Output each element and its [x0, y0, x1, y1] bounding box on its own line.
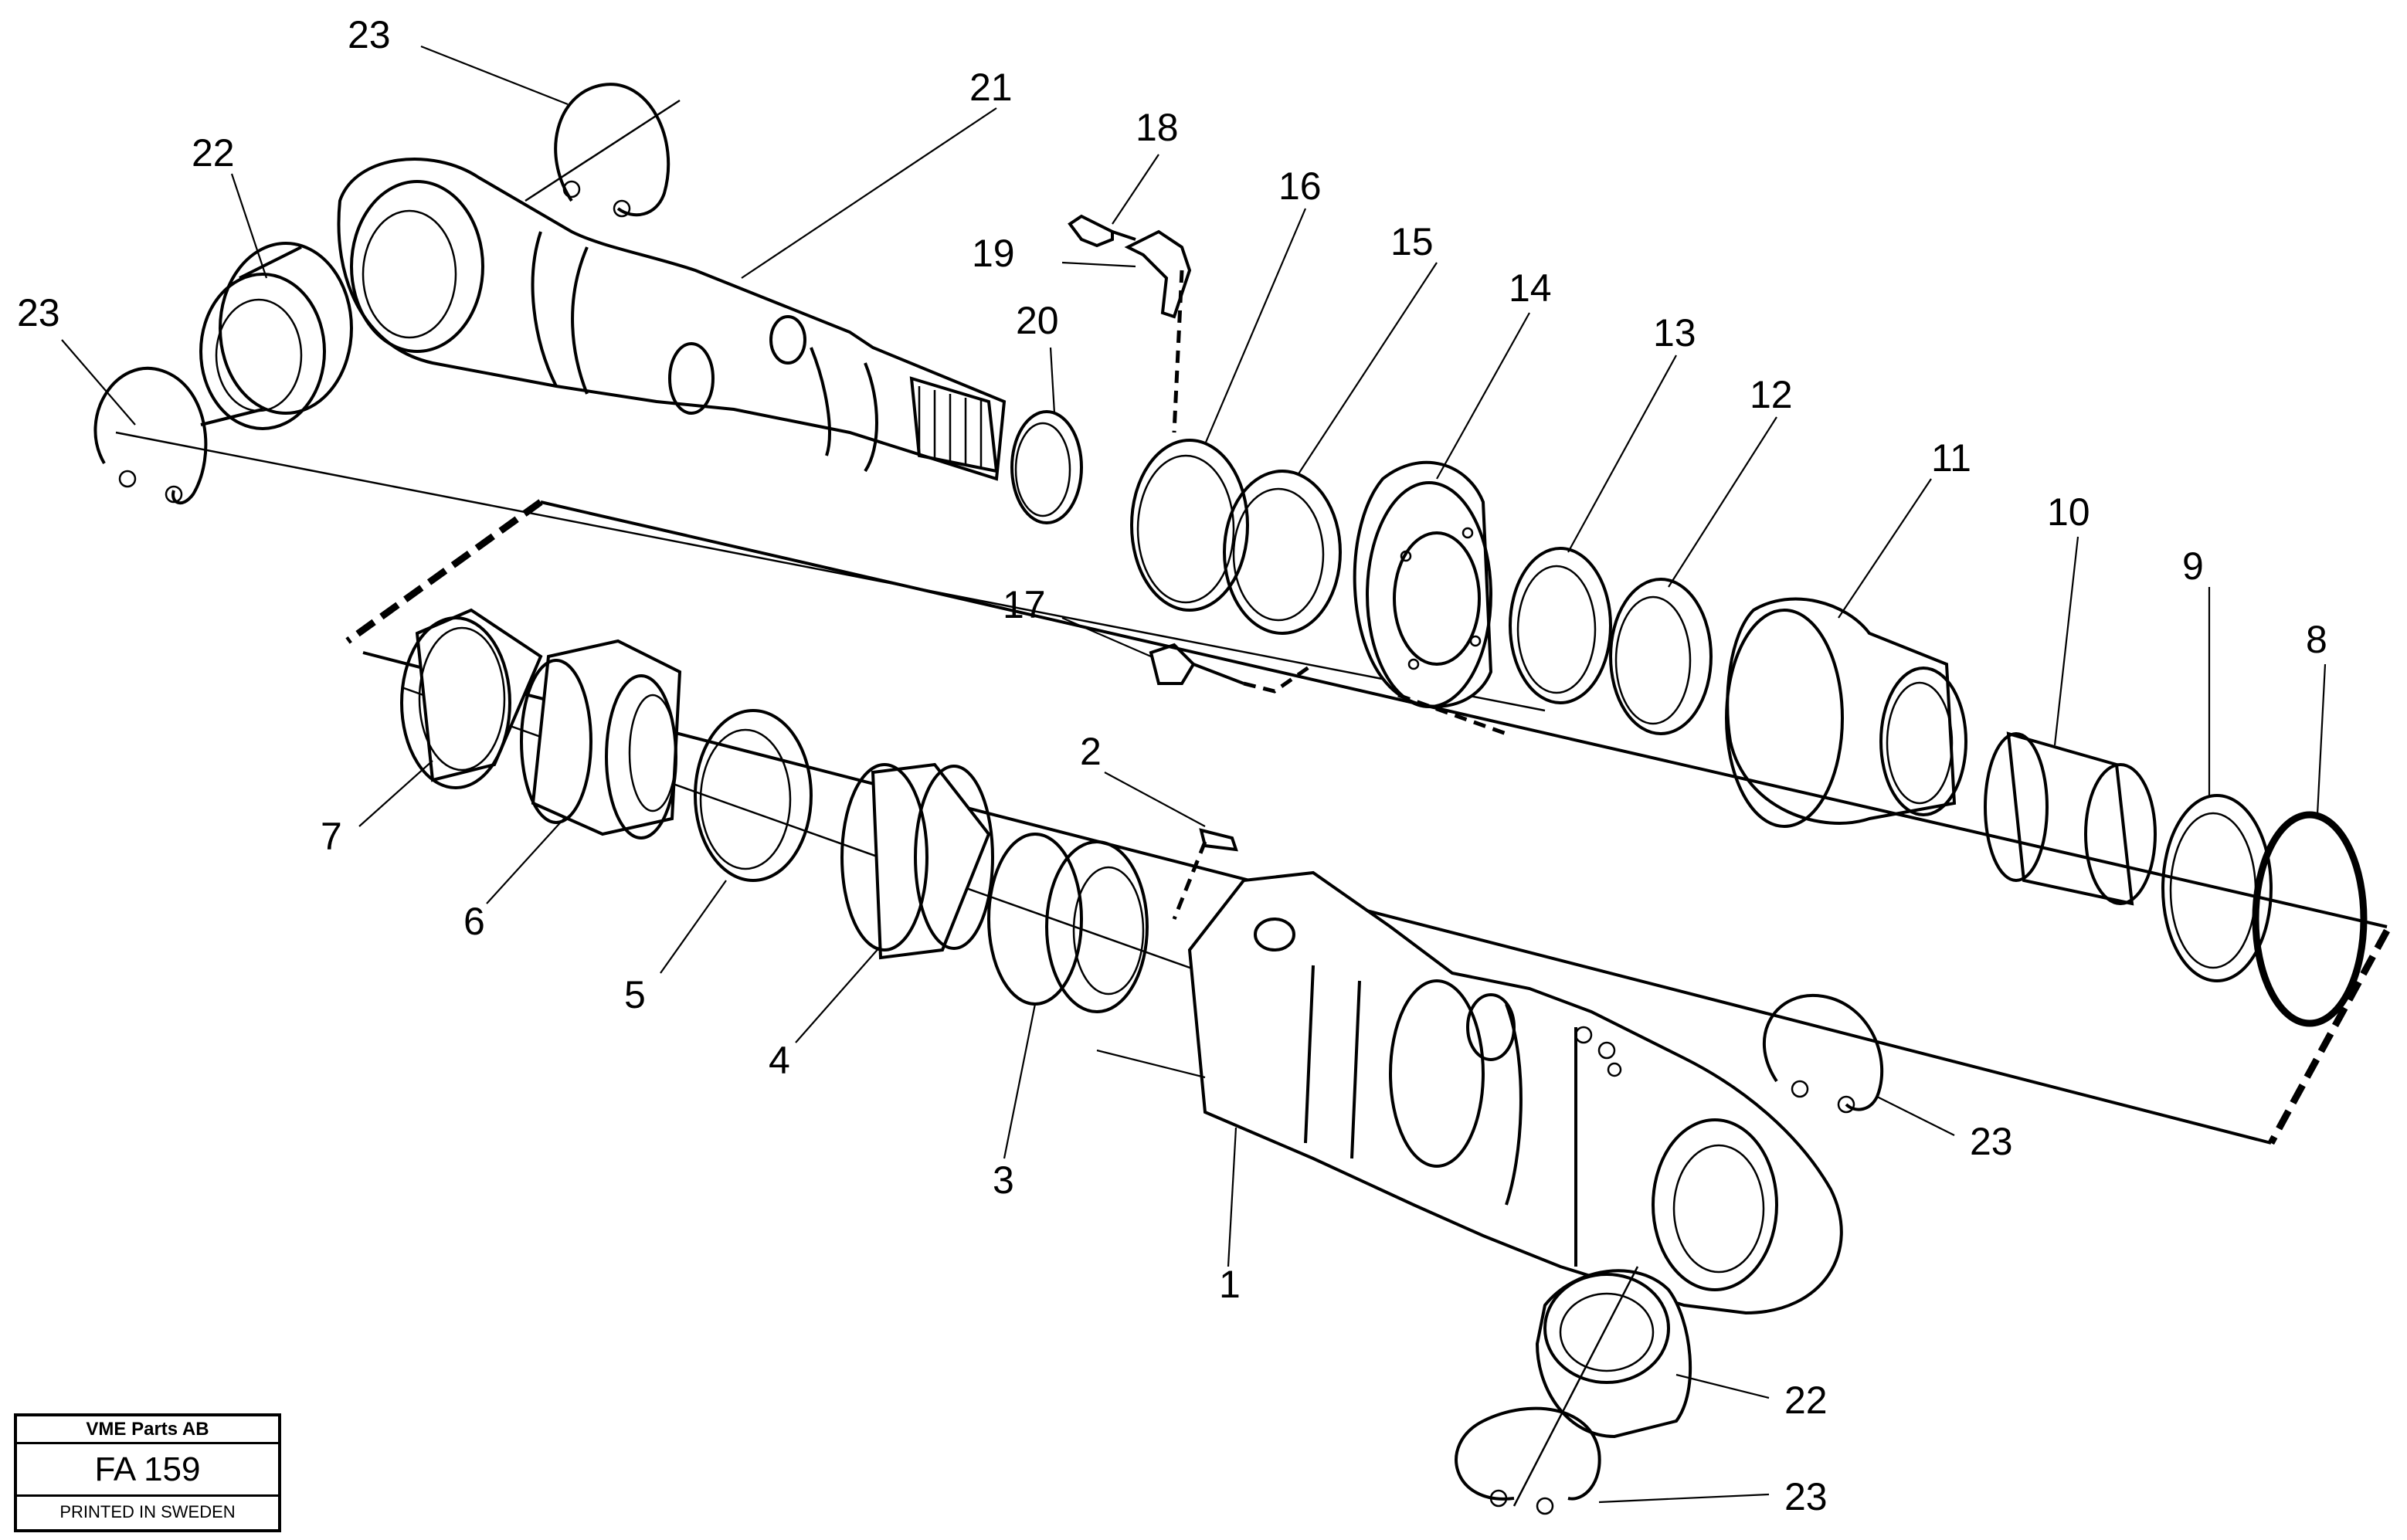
callout-13: 13 — [1653, 311, 1696, 354]
part-22-bushing-bottom — [1535, 1269, 1692, 1439]
part-23-snap-ring-bottom — [1455, 1266, 1639, 1515]
callout-2: 2 — [1080, 730, 1102, 773]
part-18-bolt — [1068, 214, 1136, 248]
part-5-piston-seal — [694, 709, 813, 882]
callout-labels: 23 22 23 21 18 19 16 20 15 14 13 12 11 1… — [17, 13, 2327, 1518]
callout-8: 8 — [2306, 618, 2327, 661]
callout-23-bottom: 23 — [1784, 1475, 1828, 1518]
callout-15: 15 — [1390, 220, 1434, 263]
callout-23-top-left: 23 — [348, 13, 391, 56]
part-16-lock-plate — [1130, 439, 1249, 612]
callout-23-left: 23 — [17, 291, 60, 334]
part-6-piston — [520, 639, 682, 840]
part-13-seal — [1509, 547, 1612, 704]
part-23-snap-ring-top-left — [525, 83, 681, 218]
callout-4: 4 — [769, 1039, 790, 1082]
part-15-seal — [1223, 470, 1342, 635]
callout-5: 5 — [624, 973, 646, 1016]
part-7-ring — [400, 608, 543, 789]
callout-6: 6 — [463, 900, 485, 943]
callout-17: 17 — [1003, 583, 1046, 626]
callout-23-right: 23 — [1970, 1120, 2013, 1163]
part-8-snap-ring — [2252, 811, 2368, 1027]
callout-3: 3 — [993, 1158, 1014, 1202]
part-11-guide-bush — [1725, 597, 1967, 828]
part-23-snap-ring-right — [1762, 993, 1884, 1114]
title-block: VME Parts AB FA 159 PRINTED IN SWEDEN — [14, 1413, 281, 1532]
callout-9: 9 — [2182, 544, 2204, 588]
part-12-wiper — [1609, 578, 1713, 735]
printed-note: PRINTED IN SWEDEN — [59, 1502, 236, 1521]
callout-16: 16 — [1278, 165, 1322, 208]
callout-18: 18 — [1136, 106, 1179, 149]
part-17-bolt — [1149, 643, 1315, 694]
callout-22-top-left: 22 — [192, 131, 235, 175]
part-2-screw — [1172, 828, 1238, 920]
part-20-o-ring — [1010, 410, 1083, 524]
part-10-sleeve — [1984, 731, 2157, 906]
part-21-piston-rod — [337, 158, 1007, 481]
callout-19: 19 — [972, 232, 1015, 275]
part-4-wear-ring — [840, 762, 994, 960]
company-name: VME Parts AB — [17, 1416, 278, 1444]
upper-axis-line — [115, 431, 1546, 712]
callout-11: 11 — [1931, 436, 1971, 480]
part-19-lock-plate — [1124, 229, 1192, 433]
part-23-snap-ring-left — [93, 366, 208, 505]
callout-12: 12 — [1750, 373, 1793, 416]
callout-20: 20 — [1016, 299, 1059, 342]
callout-22-bottom: 22 — [1784, 1379, 1828, 1422]
lower-axis-line — [401, 686, 1206, 975]
figure-number: FA 159 — [17, 1444, 278, 1497]
callout-7: 7 — [321, 815, 342, 858]
callout-14: 14 — [1509, 266, 1552, 310]
part-3-seal — [987, 833, 1149, 1013]
callout-10: 10 — [2047, 490, 2090, 534]
leader-lines — [61, 45, 2327, 1504]
part-22-bushing-top-left — [199, 242, 353, 430]
callout-1: 1 — [1219, 1263, 1241, 1306]
part-1-cylinder-tube — [1096, 870, 1843, 1315]
callout-21: 21 — [969, 66, 1013, 109]
